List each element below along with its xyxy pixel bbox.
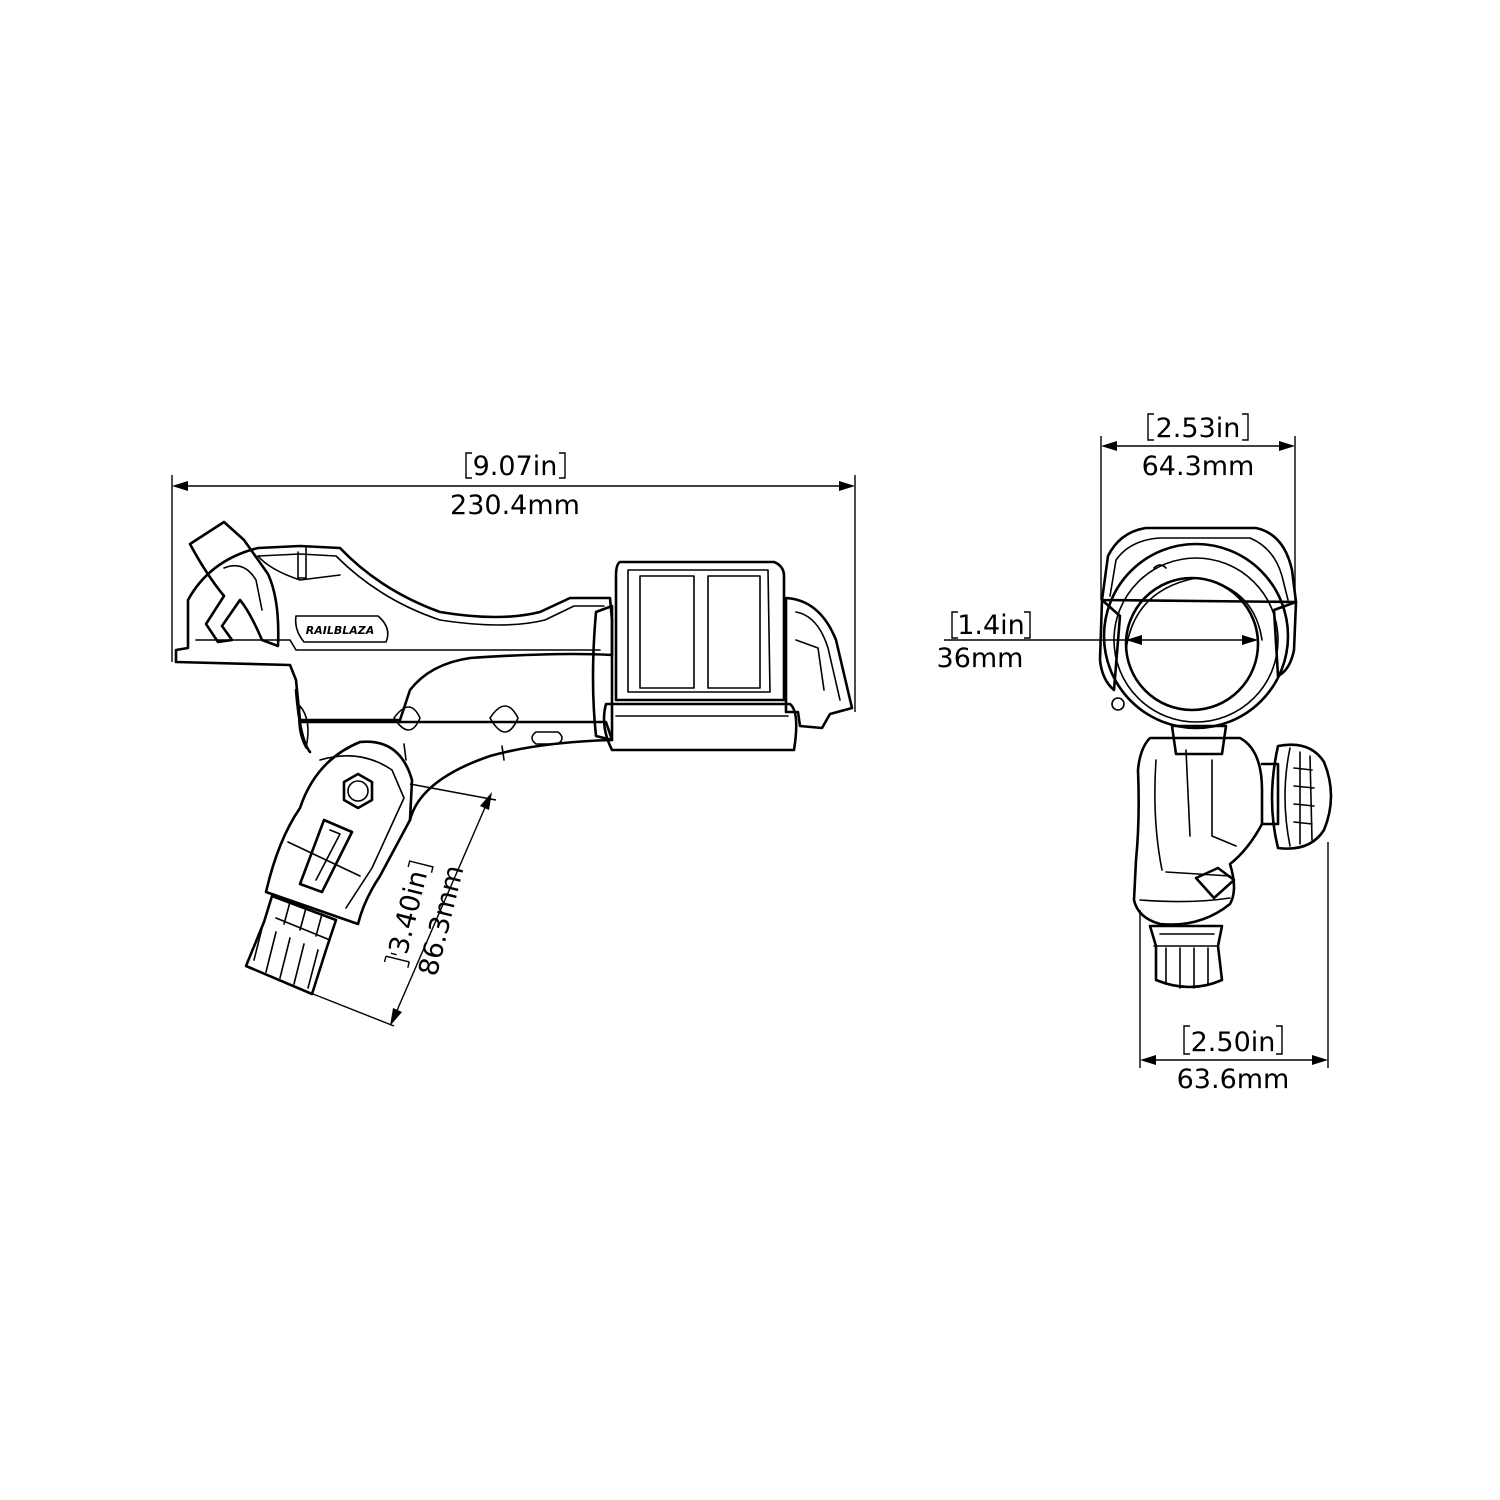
- side-collar: [614, 560, 786, 702]
- side-view: RAILBLAZA 9.07in 230.4mm: [171, 451, 856, 1027]
- basewidth-imperial-label: 2.50in: [1191, 1027, 1276, 1058]
- topwidth-bracket: [1147, 413, 1249, 441]
- height-arrow-bottom: [390, 1008, 402, 1026]
- side-body-fold: [257, 555, 341, 581]
- bore-arrow-right: [1242, 635, 1258, 645]
- side-nose: [784, 596, 854, 730]
- side-body-outline: [174, 544, 614, 722]
- height-extension-bottom: [307, 991, 395, 1027]
- end-outer-ring: [1102, 542, 1290, 730]
- height-dimension-line: [391, 795, 491, 1023]
- bore-imperial-label: 1.4in: [957, 610, 1025, 641]
- side-lever-inner: [223, 564, 263, 611]
- side-nose-inner: [795, 611, 841, 701]
- end-top-cap: [1100, 526, 1298, 604]
- side-lever: [188, 520, 280, 648]
- end-right-lug: [1272, 600, 1298, 678]
- side-mount-slot-inner: [315, 829, 341, 881]
- side-thread-lines: [253, 901, 331, 989]
- length-bracket: [465, 452, 566, 479]
- side-mount-slot: [298, 818, 354, 894]
- side-collar-left-tab: [591, 604, 614, 742]
- end-thread-base: [1148, 924, 1224, 989]
- side-ridge-1: [298, 705, 309, 749]
- side-collar-inner: [627, 569, 771, 693]
- end-knob-arm: [1260, 762, 1280, 826]
- side-body-rim: [257, 553, 605, 626]
- length-imperial-label: 9.07in: [473, 451, 558, 482]
- end-lower-clip: [1194, 866, 1236, 900]
- end-neck: [1170, 724, 1228, 756]
- end-thread-lines: [1153, 933, 1219, 989]
- side-collar-base: [602, 702, 798, 752]
- end-lower-body-inner: [1139, 749, 1237, 903]
- side-mount-arm-inner: [287, 754, 405, 909]
- side-mount-arm: [264, 740, 414, 926]
- side-ridge-2: [393, 706, 421, 761]
- end-knob: [1270, 743, 1333, 850]
- height-extension-top: [409, 783, 497, 801]
- side-mount-bolt-head: [347, 780, 369, 802]
- end-top-cap-inner: [1109, 537, 1289, 601]
- basewidth-bracket: [1183, 1025, 1283, 1055]
- side-body-inner: [195, 639, 601, 651]
- end-knob-ribs: [1284, 747, 1315, 847]
- topwidth-arrow-right: [1279, 441, 1295, 451]
- length-arrow-right: [839, 481, 855, 491]
- topwidth-imperial-label: 2.53in: [1156, 413, 1241, 444]
- side-slot: [531, 731, 563, 745]
- end-view: 2.53in 64.3mm 1.4in 36mm 2.50in 63.6mm: [937, 413, 1333, 1095]
- end-top-notch: [1153, 564, 1167, 569]
- topwidth-metric-label: 64.3mm: [1142, 451, 1255, 482]
- basewidth-metric-label: 63.6mm: [1177, 1064, 1290, 1095]
- end-side-stud: [1111, 697, 1125, 711]
- height-arrow-top: [480, 792, 492, 810]
- height-bracket: [383, 860, 434, 968]
- side-logo-plate: [294, 615, 389, 643]
- bore-bracket: [951, 611, 1031, 639]
- end-bore-lip: [1125, 577, 1263, 651]
- side-ridge-3: [489, 705, 519, 761]
- bore-metric-label: 36mm: [937, 643, 1024, 674]
- side-logo-text: RAILBLAZA: [306, 624, 374, 637]
- basewidth-arrow-left: [1140, 1055, 1156, 1065]
- end-left-lug: [1098, 598, 1122, 692]
- end-bore: [1124, 576, 1260, 712]
- end-lower-body: [1132, 736, 1264, 926]
- bore-arrow-left: [1126, 635, 1142, 645]
- side-spine: [294, 688, 614, 822]
- topwidth-arrow-left: [1101, 441, 1117, 451]
- side-pin: [297, 547, 307, 579]
- basewidth-arrow-right: [1312, 1055, 1328, 1065]
- length-metric-label: 230.4mm: [450, 490, 580, 521]
- length-arrow-left: [172, 481, 188, 491]
- side-mount-bolt: [342, 772, 374, 810]
